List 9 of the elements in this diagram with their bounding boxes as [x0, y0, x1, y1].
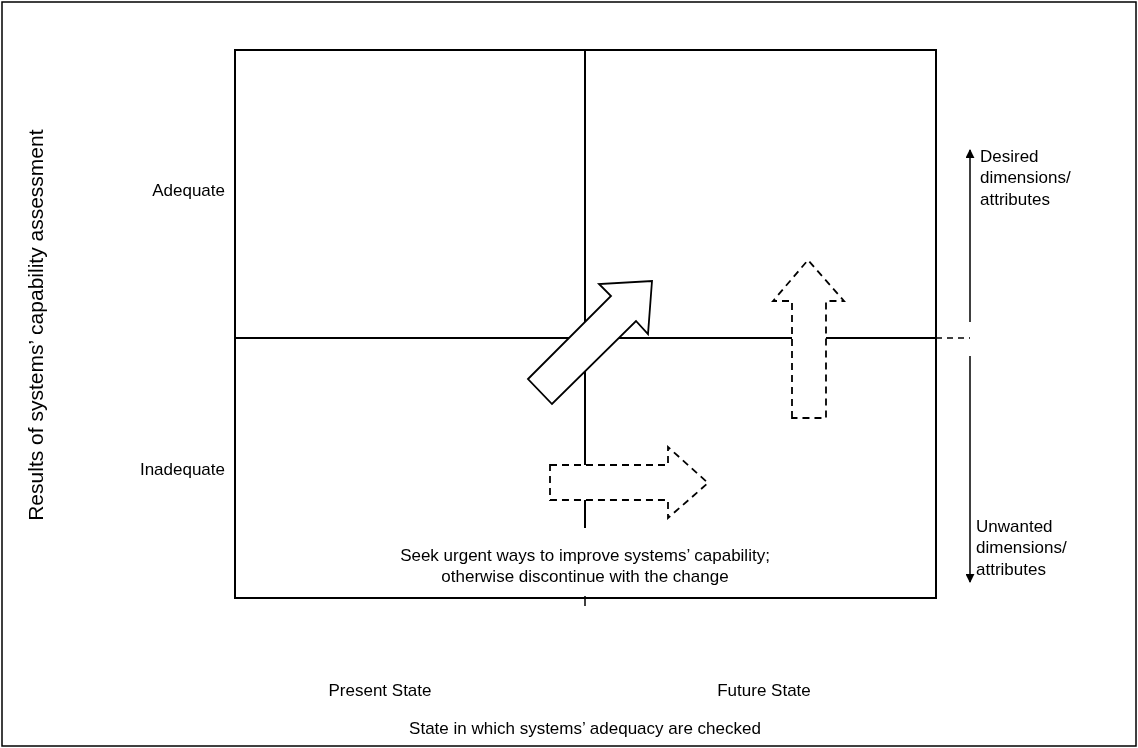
axis-title: State in which systems’ adequacy are checked: [408, 718, 762, 740]
label: Desired dimensions/ attributes: [980, 146, 1072, 210]
axis-label: Present State: [327, 680, 433, 702]
note: Seek urgent ways to improve systems’ capability; otherwise discontinue with the change: [399, 545, 771, 588]
label: Unwanted dimensions/ attributes: [976, 516, 1068, 580]
axis-label: Future State: [716, 680, 812, 702]
label: Inadequate: [138, 459, 225, 481]
label: Adequate: [151, 180, 225, 202]
axis-title: Results of systems’ capability assessment: [22, 128, 48, 523]
